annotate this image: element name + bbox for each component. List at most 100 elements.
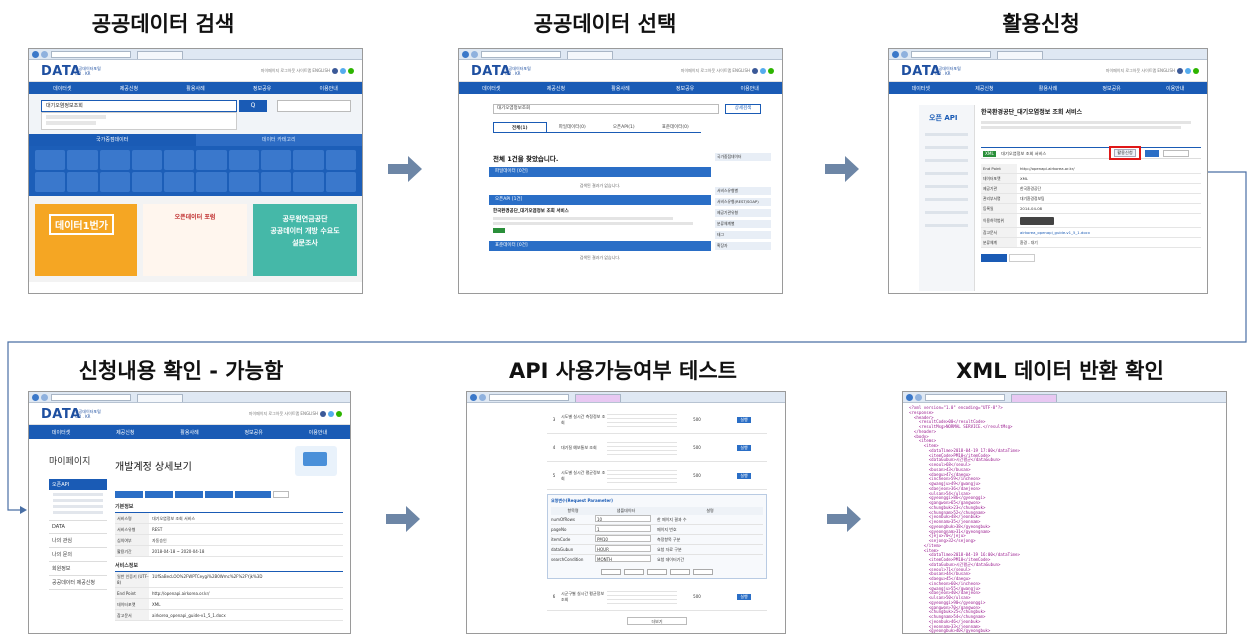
param-input[interactable]: PM10 bbox=[595, 535, 651, 542]
filter-rest-soap[interactable]: 서비스유형(REST/SOAP) bbox=[715, 198, 771, 206]
options-button[interactable] bbox=[1163, 150, 1189, 157]
preview-button[interactable] bbox=[1145, 150, 1159, 157]
nav-dataset[interactable]: 데이터셋 bbox=[482, 85, 501, 92]
action-button[interactable] bbox=[115, 491, 143, 498]
back-icon[interactable] bbox=[32, 394, 39, 401]
category-icon[interactable] bbox=[164, 172, 195, 192]
param-button[interactable] bbox=[647, 569, 667, 575]
bottom-tab-1[interactable] bbox=[981, 254, 1007, 262]
util-links[interactable]: 마이페이지 로그아웃 사이트맵 ENGLISH bbox=[681, 68, 774, 74]
back-icon[interactable] bbox=[32, 51, 39, 58]
param-input[interactable]: HOUR bbox=[595, 545, 651, 552]
nav-info[interactable]: 정보공유 bbox=[244, 429, 263, 436]
tab-national[interactable]: 국가중점데이터 bbox=[29, 134, 196, 146]
address-bar[interactable] bbox=[51, 51, 131, 58]
filter-category[interactable]: 분류체계별 bbox=[715, 220, 771, 228]
sidebar-item-interest[interactable]: 나의 관심 bbox=[49, 533, 107, 547]
run-button[interactable]: 실행 bbox=[737, 444, 751, 451]
nav-usecase[interactable]: 활용사례 bbox=[611, 85, 630, 92]
forward-icon[interactable] bbox=[915, 394, 922, 401]
forward-icon[interactable] bbox=[901, 51, 908, 58]
search-input[interactable]: 대기오염정보조회 bbox=[493, 104, 719, 114]
tab-category[interactable]: 데이터 카테고리 bbox=[195, 134, 362, 146]
util-links[interactable]: 마이페이지 로그아웃 사이트맵 ENGLISH bbox=[1106, 68, 1199, 74]
category-icon[interactable] bbox=[99, 172, 130, 192]
category-icon[interactable] bbox=[228, 172, 260, 192]
forward-icon[interactable] bbox=[471, 51, 478, 58]
guide-doc-link[interactable]: airkorea_openapi_guide-v1_5_1.docx bbox=[1020, 230, 1090, 235]
address-bar[interactable] bbox=[51, 394, 131, 401]
category-icon[interactable] bbox=[67, 172, 98, 192]
category-icon[interactable] bbox=[196, 172, 227, 192]
browser-tab[interactable] bbox=[575, 394, 621, 402]
back-icon[interactable] bbox=[906, 394, 913, 401]
tab-file[interactable]: 파일데이터(0) bbox=[558, 125, 586, 130]
more-button[interactable]: 더보기 bbox=[627, 617, 687, 625]
category-icon[interactable] bbox=[196, 150, 227, 170]
param-button[interactable] bbox=[693, 569, 713, 575]
list-button[interactable] bbox=[273, 491, 289, 498]
banner-data1[interactable]: 데이터1번가 bbox=[35, 204, 137, 276]
nav-dataset[interactable]: 데이터셋 bbox=[51, 429, 71, 436]
section-file-header[interactable]: 파일데이터 [0건] bbox=[489, 167, 711, 177]
category-icon[interactable] bbox=[325, 150, 356, 170]
browser-tab[interactable] bbox=[567, 51, 613, 59]
banner-survey[interactable]: 공무원연금공단 공공데이터 개방 수요도 설문조사 bbox=[253, 204, 357, 276]
tab-api[interactable]: 오픈API(1) bbox=[612, 125, 635, 130]
browser-tab[interactable] bbox=[137, 51, 183, 59]
nav-dataset[interactable]: 데이터셋 bbox=[53, 85, 72, 92]
tab-all[interactable]: 전체(1) bbox=[493, 122, 547, 132]
section-std-header[interactable]: 표준데이터 [0건] bbox=[489, 241, 711, 251]
sidebar-item-member[interactable]: 회원정보 bbox=[49, 561, 107, 575]
autocomplete-list[interactable] bbox=[41, 112, 237, 130]
forward-icon[interactable] bbox=[41, 51, 48, 58]
category-icon[interactable] bbox=[293, 150, 324, 170]
address-bar[interactable] bbox=[911, 51, 991, 58]
sidebar-item-inquiry[interactable]: 나의 문의 bbox=[49, 547, 107, 561]
browser-tab[interactable] bbox=[137, 394, 183, 402]
nav-info[interactable]: 정보공유 bbox=[252, 85, 272, 92]
category-icon[interactable] bbox=[164, 150, 195, 170]
site-logo[interactable]: DATA bbox=[471, 64, 511, 79]
forward-icon[interactable] bbox=[41, 394, 48, 401]
nav-guide[interactable]: 이용안내 bbox=[319, 85, 338, 92]
nav-usecase[interactable]: 활용사례 bbox=[1038, 85, 1058, 92]
filter-national[interactable]: 국가중점데이터 bbox=[715, 153, 771, 161]
browser-tab[interactable] bbox=[997, 51, 1043, 59]
api-result-item[interactable]: 한국환경공단_대기오염정보 조회 서비스 bbox=[489, 205, 711, 241]
category-icon[interactable] bbox=[228, 150, 260, 170]
category-icon[interactable] bbox=[325, 172, 356, 192]
param-input[interactable]: MONTH bbox=[595, 555, 651, 562]
category-icon[interactable] bbox=[131, 172, 163, 192]
action-button[interactable] bbox=[235, 491, 271, 498]
filter-tag[interactable]: 태그 bbox=[715, 231, 771, 239]
category-icon[interactable] bbox=[35, 172, 66, 192]
category-icon[interactable] bbox=[261, 172, 292, 192]
address-bar[interactable] bbox=[481, 51, 561, 58]
nav-request[interactable]: 제공신청 bbox=[116, 429, 135, 436]
nav-request[interactable]: 제공신청 bbox=[546, 85, 566, 92]
forward-icon[interactable] bbox=[479, 394, 486, 401]
util-links[interactable]: 마이페이지 로그아웃 사이트맵 ENGLISH bbox=[249, 411, 342, 417]
nav-info[interactable]: 정보공유 bbox=[1102, 85, 1121, 92]
action-button[interactable] bbox=[145, 491, 173, 498]
address-bar[interactable] bbox=[489, 394, 569, 401]
category-icon[interactable] bbox=[99, 150, 130, 170]
banner-forum[interactable]: 오픈데이터 포럼 bbox=[143, 204, 247, 276]
param-input[interactable]: 10 bbox=[595, 515, 651, 522]
address-bar[interactable] bbox=[925, 394, 1005, 401]
param-input[interactable]: 1 bbox=[595, 525, 651, 532]
nav-guide[interactable]: 이용안내 bbox=[308, 429, 328, 436]
tab-standard[interactable]: 표준데이터(0) bbox=[661, 125, 689, 130]
back-icon[interactable] bbox=[462, 51, 469, 58]
back-icon[interactable] bbox=[470, 394, 477, 401]
action-button[interactable] bbox=[205, 491, 233, 498]
site-logo[interactable]: DATA bbox=[901, 64, 941, 79]
param-button[interactable] bbox=[601, 569, 621, 575]
run-button[interactable]: 실행 bbox=[737, 593, 751, 600]
back-icon[interactable] bbox=[892, 51, 899, 58]
guide-doc-link[interactable]: airkorea_openapi_guide-v1_5_1.docx bbox=[152, 613, 226, 618]
search-button[interactable]: Q bbox=[239, 100, 267, 112]
filter-org-type[interactable]: 제공기관유형 bbox=[715, 209, 771, 217]
category-icon[interactable] bbox=[293, 172, 324, 192]
